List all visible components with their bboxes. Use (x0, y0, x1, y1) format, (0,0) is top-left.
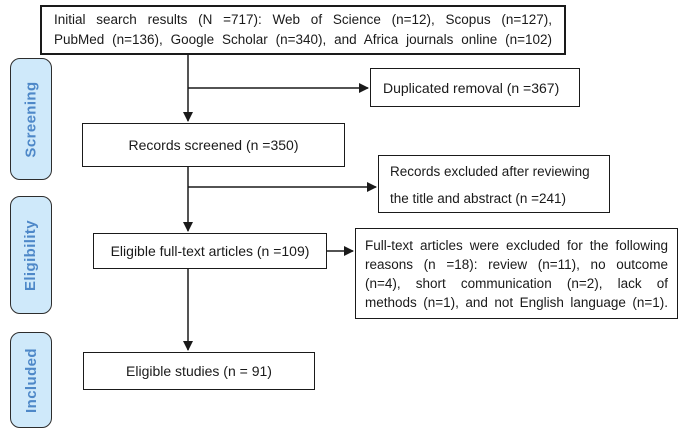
stage-eligibility-label: Eligibility (22, 219, 40, 291)
stage-included-label: Included (22, 347, 40, 413)
fulltext-excluded-box: Full-text articles were excluded for the… (355, 228, 678, 319)
fulltext-excluded-line-1: Full-text articles were excluded for the… (365, 238, 668, 253)
fulltext-excluded-line-3: (n=4), short communication (n=2), lack o… (365, 276, 668, 291)
eligible-studies-box: Eligible studies (n = 91) (83, 352, 315, 390)
records-screened-text: Records screened (n =350) (128, 137, 299, 153)
initial-search-box: Initial search results (N =717): Web of … (40, 5, 566, 55)
records-excluded-line-1: Records excluded after reviewing (390, 164, 590, 179)
duplicated-removal-box: Duplicated removal (n =367) (370, 68, 580, 107)
stage-eligibility: Eligibility (10, 196, 52, 314)
records-excluded-line-2: the title and abstract (n =241) (390, 191, 566, 206)
fulltext-excluded-line-2: reasons (n =18): review (n=11), no outco… (365, 257, 668, 272)
stage-included: Included (10, 332, 52, 428)
duplicated-removal-text: Duplicated removal (n =367) (383, 79, 560, 96)
records-screened-box: Records screened (n =350) (82, 123, 345, 167)
eligible-fulltext-box: Eligible full-text articles (n =109) (93, 233, 327, 269)
stage-screening-label: Screening (22, 80, 40, 158)
initial-search-line-2: PubMed (n=136), Google Scholar (n=340), … (54, 32, 552, 47)
fulltext-excluded-line-4: methods (n=1), and not English language … (365, 295, 668, 310)
eligible-studies-text: Eligible studies (n = 91) (126, 363, 272, 379)
records-excluded-box: Records excluded after reviewing the tit… (378, 155, 610, 213)
stage-screening: Screening (10, 58, 52, 180)
eligible-fulltext-text: Eligible full-text articles (n =109) (110, 243, 310, 259)
initial-search-line-1: Initial search results (N =717): Web of … (54, 12, 552, 27)
